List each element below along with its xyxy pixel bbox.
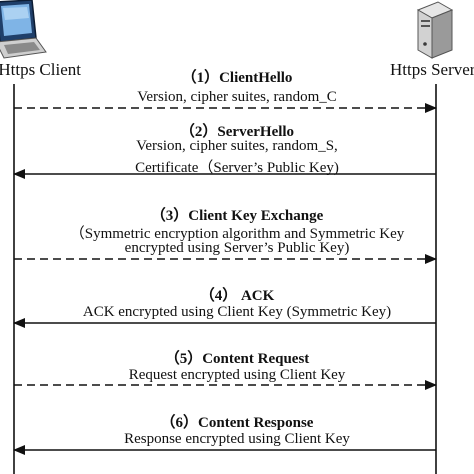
step-4-title: （4） ACK — [199, 288, 275, 304]
step-3-message-line: encrypted using Server’s Public Key) — [124, 240, 350, 256]
step-6-title: （6）Content Response — [160, 415, 314, 431]
step-3-message-line: （Symmetric encryption algorithm and Symm… — [69, 226, 405, 242]
step-1-title: （1）ClientHello — [181, 70, 293, 86]
step-3-title: （3）Client Key Exchange — [150, 208, 324, 224]
step-2-message-line: Certificate（Server’s Public Key) — [135, 160, 339, 176]
step-2-title: （2）ServerHello — [179, 124, 295, 140]
client-label: Https Client — [0, 60, 81, 79]
server-icon — [416, 1, 454, 59]
step-4-message-line: ACK encrypted using Client Key (Symmetri… — [82, 304, 392, 320]
step-6-message-line: Response encrypted using Client Key — [124, 431, 350, 447]
step-1-message-line: Version, cipher suites, random_C — [137, 89, 337, 105]
step-5-title: （5）Content Request — [164, 351, 310, 367]
laptop-icon — [0, 0, 47, 59]
step-2-message-line: Version, cipher suites, random_S, — [136, 138, 338, 154]
server-label: Https Server — [390, 60, 474, 79]
step-5-message-line: Request encrypted using Client Key — [128, 367, 346, 383]
